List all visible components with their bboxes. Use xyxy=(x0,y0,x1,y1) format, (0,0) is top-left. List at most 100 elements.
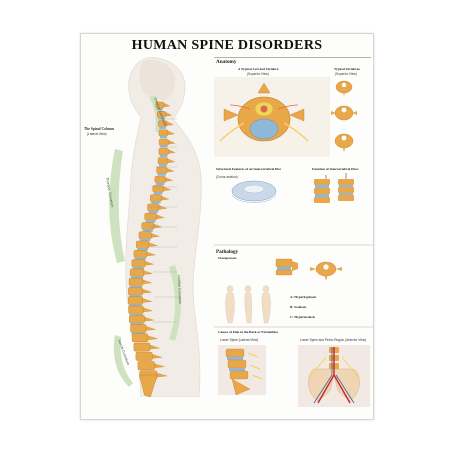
spinous-process xyxy=(151,233,160,238)
spinal-column-label: The Spinal Column xyxy=(84,127,114,131)
intervertebral-disc xyxy=(155,182,165,186)
lower-spine-lateral-illustration xyxy=(218,345,266,396)
spinal-column-sub: (Lateral View) xyxy=(87,132,107,136)
intervertebral-disc xyxy=(156,107,163,111)
skull-outline xyxy=(139,59,176,101)
sacral-region-band xyxy=(113,335,133,387)
pain-right-caption: Lower Spine and Pelvic Region (Anterior … xyxy=(300,338,367,342)
spinous-process xyxy=(166,167,175,173)
vertebra xyxy=(130,268,145,277)
vertebra xyxy=(144,213,157,221)
spinous-process xyxy=(166,121,174,126)
info-panel: Anatomy A Typical Cervical Vertebra (Sup… xyxy=(214,57,373,412)
vertebra xyxy=(158,138,169,146)
spinous-process xyxy=(142,288,152,294)
spinous-process xyxy=(161,195,170,201)
intervertebral-disc xyxy=(145,220,156,223)
spinous-process xyxy=(142,279,152,285)
intervertebral-disc xyxy=(158,117,165,120)
spinous-process xyxy=(143,270,153,275)
spinous-process xyxy=(163,186,172,191)
intervertebral-disc xyxy=(131,276,143,279)
spinous-process xyxy=(146,251,156,257)
vertebra xyxy=(130,324,147,333)
anatomy-pathology-illustrations xyxy=(214,77,373,407)
condition-hyperlordosis: C: Hyperlordosis xyxy=(290,315,315,319)
spine-disorders-poster: HUMAN SPINE DISORDERS xyxy=(80,33,374,420)
disc-structure-sub: (Cross-section) xyxy=(216,175,238,179)
intervertebral-disc xyxy=(139,238,151,242)
vertebra xyxy=(128,277,144,286)
posture-figures xyxy=(225,285,271,324)
spinous-process xyxy=(143,307,153,312)
spinous-process xyxy=(165,112,173,117)
vertebra xyxy=(147,203,160,212)
title-rule xyxy=(214,57,371,58)
spinous-process xyxy=(144,316,154,322)
disc-function-title: Function of Intervertebral Discs xyxy=(312,167,359,171)
vertebra xyxy=(129,314,145,324)
intervertebral-disc xyxy=(153,191,163,195)
vertebra xyxy=(131,333,149,343)
intervertebral-disc xyxy=(132,266,145,270)
condition-scoliosis: B: Scoliosis xyxy=(290,305,307,309)
vertebra xyxy=(157,157,169,165)
vertebra xyxy=(135,352,153,361)
intervertebral-disc xyxy=(142,229,153,232)
cervical-vertebra-sub: (Superior View) xyxy=(247,72,269,76)
intervertebral-disc xyxy=(157,173,166,176)
spinous-process xyxy=(154,363,165,368)
vertebra xyxy=(158,148,169,155)
cervical-vertebra-title: A Typical Cervical Vertebra xyxy=(238,67,279,71)
spinous-process xyxy=(167,130,175,136)
disc-structure-title: Structural Features of an Intervertebral… xyxy=(216,167,282,171)
spine-lateral-illustration xyxy=(109,56,202,398)
osteoporosis-title: Osteoporosis xyxy=(218,256,237,260)
lumbar-region-band xyxy=(169,265,181,341)
intervertebral-disc xyxy=(129,304,142,307)
vertebra xyxy=(152,185,164,193)
intervertebral-disc xyxy=(159,126,166,129)
spinous-process xyxy=(163,102,171,108)
intervertebral-disc xyxy=(134,257,146,260)
spine-lateral-panel: The Spinal Column (Lateral View) Cervica… xyxy=(81,56,214,398)
vertebra xyxy=(137,361,155,371)
typical-vertebrae-title: Typical Vertebrae xyxy=(334,67,360,71)
vertebra xyxy=(158,129,169,137)
intervertebral-disc xyxy=(151,201,161,204)
spinous-process xyxy=(142,298,152,303)
vertebra xyxy=(138,231,152,240)
poster-title: HUMAN SPINE DISORDERS xyxy=(131,38,323,53)
anatomy-heading: Anatomy xyxy=(216,59,237,65)
vertebra xyxy=(131,259,146,268)
spinous-process xyxy=(156,214,165,219)
vertebra xyxy=(133,250,148,258)
pelvic-region-illustration xyxy=(298,345,370,407)
condition-hyperkyphosis: A: Hyperkyphosis xyxy=(290,295,317,299)
intervertebral-disc xyxy=(129,313,143,316)
spinous-process xyxy=(148,242,158,247)
disc-function-illustration xyxy=(314,173,354,203)
intervertebral-disc xyxy=(148,210,158,214)
intervertebral-disc-illustration xyxy=(231,180,277,203)
typical-vertebrae-sub: (Superior View) xyxy=(335,72,357,76)
spinous-process xyxy=(149,344,160,350)
pain-causes-title: Causes of Pain in the Back or Extremitie… xyxy=(218,330,279,334)
vertebra xyxy=(128,305,144,314)
vertebra xyxy=(150,194,162,202)
poster-footer xyxy=(81,408,373,418)
spinous-process xyxy=(168,149,176,154)
intervertebral-disc xyxy=(158,163,167,167)
spinous-process xyxy=(152,354,163,359)
spinous-process xyxy=(168,140,176,145)
intervertebral-disc xyxy=(159,135,167,139)
vertebra xyxy=(136,240,150,249)
spinous-process xyxy=(144,261,154,266)
vertebra xyxy=(128,287,143,296)
vertebra xyxy=(154,175,166,184)
intervertebral-disc xyxy=(137,248,148,251)
cervical-vertebra-illustration xyxy=(214,77,330,157)
vertebra xyxy=(141,222,155,230)
typical-vertebrae-illustrations xyxy=(331,80,357,152)
spinous-process xyxy=(167,158,176,164)
